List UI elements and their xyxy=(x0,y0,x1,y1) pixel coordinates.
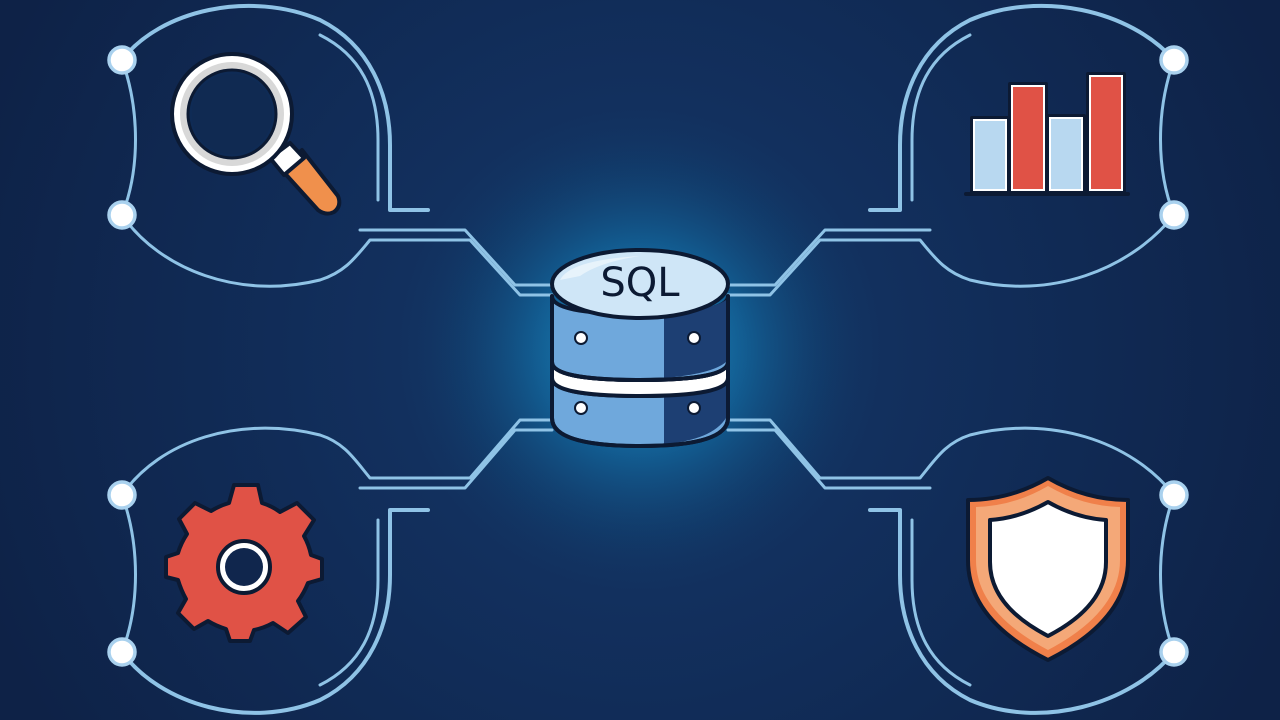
connector-dot xyxy=(107,480,137,510)
circuit-trace-top-left xyxy=(318,33,380,202)
sql-database-icon: SQL xyxy=(550,248,730,448)
indicator-dot xyxy=(687,331,701,345)
circuit-trace-top-right-2 xyxy=(726,228,932,287)
circuit-ring-bottom-right-arc xyxy=(1159,493,1176,654)
circuit-ring-bottom-left-inner xyxy=(120,418,554,497)
connector-dots xyxy=(107,45,1189,667)
connector-dot xyxy=(107,637,137,667)
chart-bar xyxy=(1046,114,1086,194)
circuit-ring-top-right xyxy=(868,3,1176,212)
circuit-lines xyxy=(120,3,1176,715)
chart-bar xyxy=(1008,82,1048,194)
circuit-ring-bottom-left xyxy=(120,508,430,715)
circuit-ring-top-right-inner xyxy=(726,213,1176,297)
circuit-ring-bottom-right-inner xyxy=(726,418,1176,497)
circuit-ring-top-right-arc xyxy=(1159,58,1176,217)
shield-icon xyxy=(966,476,1130,662)
indicator-dot xyxy=(687,401,701,415)
magnifying-glass-icon xyxy=(170,52,342,216)
circuit-ring-bottom-right xyxy=(868,508,1176,715)
circuit-ring-top-left-arc xyxy=(120,58,137,217)
circuit-trace-bottom-right xyxy=(910,518,972,687)
connector-dot xyxy=(1159,480,1189,510)
circuit-ring-top-left-inner xyxy=(120,213,554,297)
circuit-ring-top-left xyxy=(120,3,430,212)
database-label: SQL xyxy=(600,260,680,306)
connector-dot xyxy=(1159,45,1189,75)
indicator-dot xyxy=(574,401,588,415)
connector-dot xyxy=(107,200,137,230)
bar-chart-icon xyxy=(964,72,1130,196)
circuit-trace-bottom-right-2 xyxy=(726,428,932,490)
chart-bar xyxy=(970,116,1010,194)
connector-dot xyxy=(1159,200,1189,230)
circuit-trace-bottom-left xyxy=(318,518,380,687)
connector-dot xyxy=(1159,637,1189,667)
indicator-dot xyxy=(574,331,588,345)
chart-bar xyxy=(1086,72,1126,194)
circuit-trace-top-right xyxy=(910,33,972,202)
circuit-ring-bottom-left-arc xyxy=(120,493,137,654)
connector-dot xyxy=(107,45,137,75)
circuit-trace-bottom-left-2 xyxy=(358,428,554,490)
gear-icon xyxy=(164,483,324,643)
circuit-trace-top-left-2 xyxy=(358,228,554,287)
